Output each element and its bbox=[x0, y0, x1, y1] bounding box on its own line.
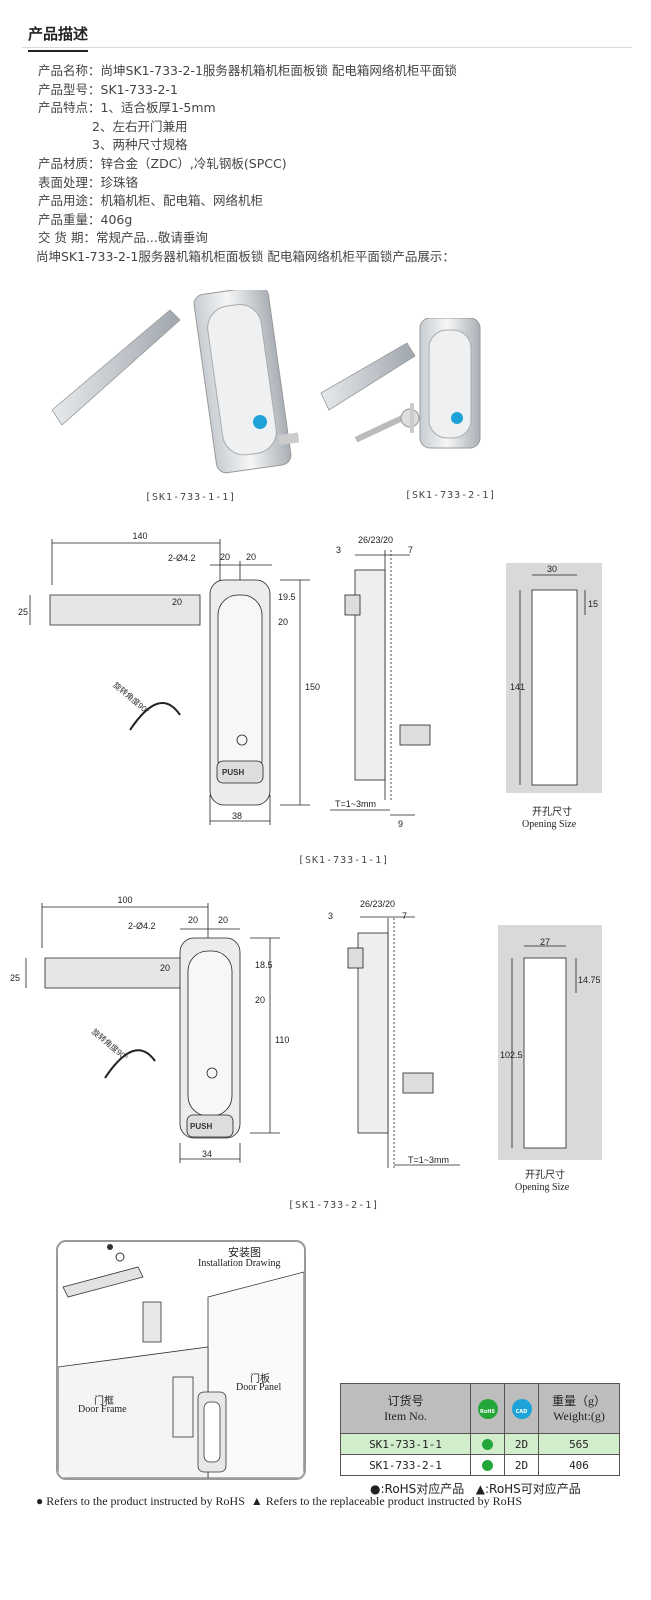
table-row: SK1-733-1-1 2D 565 bbox=[340, 1433, 620, 1455]
svg-text:27: 27 bbox=[540, 937, 550, 947]
svg-text:开孔尺寸: 开孔尺寸 bbox=[525, 1168, 565, 1181]
svg-text:34: 34 bbox=[202, 1149, 212, 1159]
key-dot-icon bbox=[451, 412, 463, 424]
svg-text:20: 20 bbox=[160, 963, 170, 973]
spec-feature-2: 2、左右开门兼用 bbox=[92, 118, 188, 134]
svg-text:38: 38 bbox=[232, 811, 242, 821]
svg-text:20: 20 bbox=[246, 552, 256, 562]
svg-text:20: 20 bbox=[255, 995, 265, 1005]
svg-text:Opening Size: Opening Size bbox=[522, 819, 577, 830]
spec-name: 产品名称：尚坤SK1-733-2-1服务器机箱机柜面板锁 配电箱网络机柜平面锁 bbox=[38, 63, 457, 78]
install-title-cn: 安装图 bbox=[228, 1246, 261, 1259]
svg-text:T=1~3mm: T=1~3mm bbox=[408, 1155, 449, 1165]
legend-cn-dot: ●:RoHS对应产品 bbox=[370, 1482, 465, 1496]
rotate-arrow-icon bbox=[129, 702, 181, 731]
install-title-en: Installation Drawing bbox=[198, 1258, 281, 1269]
svg-text:140: 140 bbox=[132, 531, 147, 541]
legend-en-tri: ▲ Refers to the replaceable product inst… bbox=[250, 1494, 523, 1508]
svg-text:PUSH: PUSH bbox=[222, 768, 244, 777]
legend-cn: ●:RoHS对应产品 ▲:RoHS可对应产品 bbox=[370, 1480, 581, 1497]
svg-text:25: 25 bbox=[18, 607, 28, 617]
cad-icon: CAD bbox=[511, 1398, 532, 1419]
section-header: 产品描述 bbox=[22, 18, 632, 52]
product-photo-left bbox=[51, 290, 300, 474]
svg-text:PUSH: PUSH bbox=[190, 1122, 212, 1131]
svg-text:110: 110 bbox=[275, 1035, 289, 1045]
header-cad: CAD bbox=[504, 1383, 539, 1434]
header-rohs: RoHS bbox=[470, 1383, 505, 1434]
svg-text:9: 9 bbox=[398, 819, 403, 829]
rohs-icon: RoHS bbox=[477, 1398, 498, 1419]
drawing-caption-1: [SK1-733-1-1] bbox=[298, 855, 390, 866]
svg-text:102.5: 102.5 bbox=[500, 1050, 523, 1060]
svg-text:150: 150 bbox=[305, 682, 320, 692]
spec-delivery: 交 货 期：常规产品...敬请垂询 bbox=[38, 230, 208, 246]
spec-features: 产品特点：1、适合板厚1-5mm bbox=[38, 100, 216, 116]
svg-text:2-Ø4.2: 2-Ø4.2 bbox=[168, 553, 196, 563]
svg-text:25: 25 bbox=[10, 973, 20, 983]
svg-text:141: 141 bbox=[510, 682, 525, 692]
svg-text:3: 3 bbox=[328, 911, 333, 921]
spec-usage: 产品用途：机箱机柜、配电箱、网络机柜 bbox=[38, 193, 264, 209]
svg-text:26/23/20: 26/23/20 bbox=[360, 899, 395, 909]
installation-drawing: 安装图 Installation Drawing 门板 Door Panel 门… bbox=[56, 1240, 306, 1480]
door-panel-en: Door Panel bbox=[236, 1382, 282, 1393]
table-row: SK1-733-2-1 2D 406 bbox=[340, 1454, 620, 1476]
key-dot-icon bbox=[253, 415, 267, 429]
rotate-arrow-icon bbox=[104, 1049, 156, 1079]
svg-text:30: 30 bbox=[547, 564, 557, 574]
spec-material: 产品材质：锌合金（ZDC）,冷轧钢板(SPCC) bbox=[38, 155, 287, 171]
svg-text:14.75: 14.75 bbox=[578, 975, 601, 985]
svg-text:20: 20 bbox=[220, 552, 230, 562]
door-frame-cn: 门框 bbox=[94, 1396, 114, 1407]
drawing-sk1-733-2-1: 100 2-Ø4.2 20 20 25 20 18.5 20 110 34 PU… bbox=[10, 895, 602, 1193]
svg-text:20: 20 bbox=[172, 597, 182, 607]
svg-text:19.5: 19.5 bbox=[278, 592, 296, 602]
legend-cn-tri: ▲:RoHS可对应产品 bbox=[475, 1482, 581, 1496]
key-icon bbox=[354, 403, 420, 443]
svg-text:开孔尺寸: 开孔尺寸 bbox=[532, 805, 572, 818]
svg-text:100: 100 bbox=[117, 895, 132, 905]
svg-text:2-Ø4.2: 2-Ø4.2 bbox=[128, 921, 156, 931]
product-photo-right bbox=[320, 318, 481, 449]
svg-text:T=1~3mm: T=1~3mm bbox=[335, 799, 376, 809]
svg-text:15: 15 bbox=[588, 599, 598, 609]
rohs-dot-icon bbox=[482, 1439, 493, 1450]
svg-text:26/23/20: 26/23/20 bbox=[358, 535, 393, 545]
drawing-caption-2: [SK1-733-2-1] bbox=[288, 1200, 380, 1211]
spec-model: 产品型号：SK1-733-2-1 bbox=[38, 81, 178, 97]
section-title: 产品描述 bbox=[28, 23, 89, 52]
svg-text:20: 20 bbox=[278, 617, 288, 627]
rohs-dot-icon bbox=[482, 1460, 493, 1471]
legend-en-dot: ● Refers to the product instructed by Ro… bbox=[36, 1494, 245, 1508]
svg-text:18.5: 18.5 bbox=[255, 960, 273, 970]
door-panel-cn: 门板 bbox=[250, 1374, 270, 1385]
spec-surface: 表面处理：珍珠铬 bbox=[38, 174, 139, 190]
header-weight: 重量（g）Weight:(g) bbox=[538, 1383, 620, 1434]
spec-showcase: 尚坤SK1-733-2-1服务器机箱机柜面板锁 配电箱网络机柜平面锁产品展示： bbox=[36, 248, 455, 264]
legend-en: ● Refers to the product instructed by Ro… bbox=[36, 1494, 522, 1509]
drawing-sk1-733-1-1: 140 2-Ø4.2 20 20 25 20 19.5 20 150 38 PU… bbox=[18, 531, 602, 830]
svg-text:20: 20 bbox=[218, 915, 228, 925]
svg-text:7: 7 bbox=[408, 545, 413, 555]
spec-feature-3: 3、两种尺寸规格 bbox=[92, 137, 188, 153]
spec-weight: 产品重量：406g bbox=[38, 211, 133, 227]
photo-caption-left: [SK1-733-1-1] bbox=[145, 492, 237, 503]
svg-text:旋转角度90°: 旋转角度90° bbox=[90, 1026, 130, 1062]
svg-text:Opening Size: Opening Size bbox=[515, 1182, 570, 1193]
svg-text:旋转角度90°: 旋转角度90° bbox=[111, 680, 151, 716]
spec-list: 产品名称：尚坤SK1-733-2-1服务器机箱机柜面板锁 配电箱网络机柜平面锁 … bbox=[36, 62, 628, 267]
door-frame-en: Door Frame bbox=[78, 1404, 127, 1415]
svg-text:20: 20 bbox=[188, 915, 198, 925]
photo-caption-right: [SK1-733-2-1] bbox=[405, 490, 497, 501]
svg-text:3: 3 bbox=[336, 545, 341, 555]
svg-text:7: 7 bbox=[402, 911, 407, 921]
